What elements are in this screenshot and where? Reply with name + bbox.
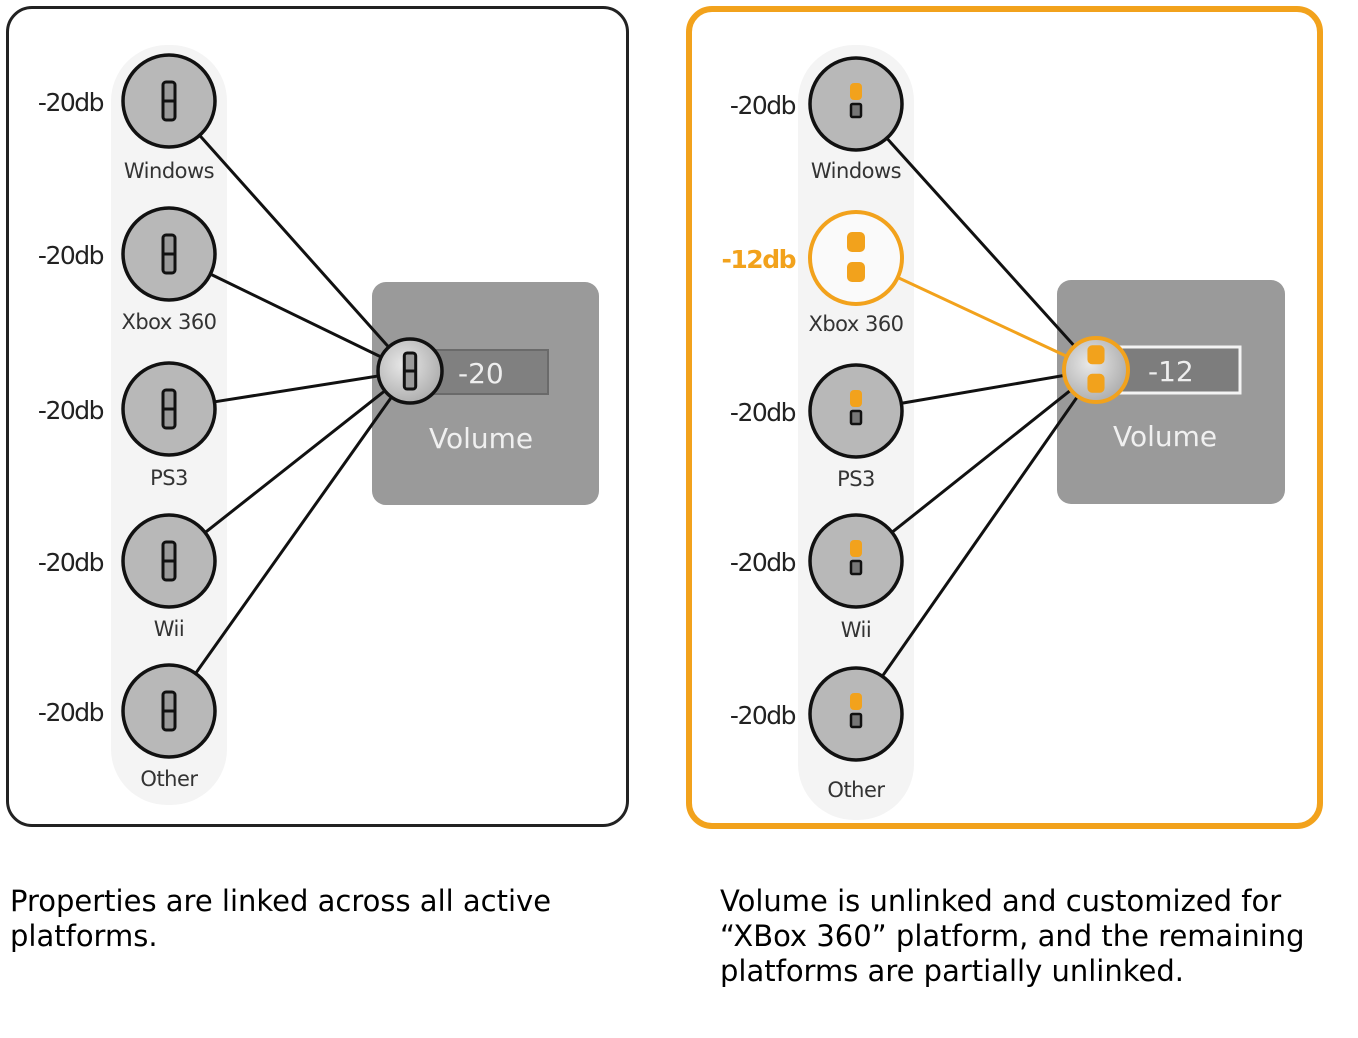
volume-value: -20 bbox=[458, 357, 504, 390]
platform-name: Windows bbox=[124, 159, 214, 183]
platform-node-xbox-360[interactable] bbox=[808, 210, 904, 306]
link-slider-icon bbox=[161, 540, 177, 582]
caption-linked: Properties are linked across all active … bbox=[10, 884, 552, 953]
link-line-xbox-360 bbox=[210, 273, 411, 373]
link-slider-icon bbox=[161, 80, 177, 122]
platform-node-wii[interactable] bbox=[808, 513, 904, 609]
link-line-wii bbox=[204, 369, 411, 534]
link-line-other bbox=[194, 370, 412, 674]
slider-bottom-linked bbox=[849, 559, 863, 576]
volume-link-toggle[interactable] bbox=[376, 337, 444, 405]
platform-name: Wii bbox=[154, 617, 184, 641]
slider-bottom-linked bbox=[849, 409, 863, 426]
partial-link-icon bbox=[849, 693, 863, 729]
volume-value: -12 bbox=[1148, 355, 1194, 388]
platform-name: Wii bbox=[841, 618, 871, 642]
platform-db-value: -20db bbox=[38, 396, 104, 425]
platform-name: Other bbox=[827, 778, 885, 802]
slider-top-unlinked bbox=[847, 232, 865, 252]
slider-bottom-unlinked bbox=[1087, 373, 1105, 393]
slider-top-unlinked bbox=[850, 693, 862, 710]
platform-node-xbox-360[interactable] bbox=[121, 206, 217, 302]
platform-node-ps3[interactable] bbox=[808, 363, 904, 459]
unlinked-slider-icon bbox=[1087, 345, 1105, 393]
volume-label: Volume bbox=[429, 422, 533, 455]
platform-db-value: -20db bbox=[38, 88, 104, 117]
platform-db-value: -20db bbox=[730, 91, 796, 120]
platform-db-value: -20db bbox=[730, 701, 796, 730]
platform-node-windows[interactable] bbox=[808, 56, 904, 152]
platform-name: Xbox 360 bbox=[121, 310, 216, 334]
volume-label: Volume bbox=[1113, 420, 1217, 453]
slider-top-unlinked bbox=[850, 390, 862, 407]
platform-db-value: -20db bbox=[730, 398, 796, 427]
platform-db-value: -20db bbox=[38, 698, 104, 727]
platform-db-value: -12db bbox=[722, 245, 796, 274]
platform-name: PS3 bbox=[837, 467, 875, 491]
platform-node-ps3[interactable] bbox=[121, 361, 217, 457]
link-slider-icon bbox=[161, 388, 177, 430]
slider-top-unlinked bbox=[850, 540, 862, 557]
slider-bottom-linked bbox=[849, 712, 863, 729]
platform-db-value: -20db bbox=[38, 241, 104, 270]
caption-unlinked: Volume is unlinked and customized for “X… bbox=[720, 884, 1305, 988]
slider-bottom-linked bbox=[849, 102, 863, 119]
link-slider-icon bbox=[161, 690, 177, 732]
link-line-xbox-360 bbox=[897, 276, 1097, 372]
platform-name: Windows bbox=[811, 159, 901, 183]
volume-link-toggle[interactable] bbox=[1062, 336, 1130, 404]
platform-db-value: -20db bbox=[730, 548, 796, 577]
partial-link-icon bbox=[849, 83, 863, 119]
platform-node-wii[interactable] bbox=[121, 513, 217, 609]
platform-name: Other bbox=[140, 767, 198, 791]
link-line-other bbox=[881, 369, 1098, 677]
platform-node-other[interactable] bbox=[121, 663, 217, 759]
partial-link-icon bbox=[849, 390, 863, 426]
link-line-windows bbox=[199, 135, 412, 372]
slider-bottom-unlinked bbox=[847, 262, 865, 282]
platform-node-other[interactable] bbox=[808, 666, 904, 762]
platform-db-value: -20db bbox=[38, 548, 104, 577]
platform-node-windows[interactable] bbox=[121, 53, 217, 149]
hub-circle bbox=[1062, 336, 1130, 404]
platform-name: Xbox 360 bbox=[808, 312, 903, 336]
link-slider-icon bbox=[161, 233, 177, 275]
slider-top-unlinked bbox=[1087, 345, 1105, 365]
link-line-windows bbox=[886, 137, 1098, 372]
platform-name: PS3 bbox=[150, 466, 188, 490]
link-slider-icon bbox=[402, 351, 418, 391]
partial-link-icon bbox=[849, 540, 863, 576]
link-line-wii bbox=[891, 368, 1097, 533]
unlinked-icon bbox=[847, 232, 865, 282]
slider-top-unlinked bbox=[850, 83, 862, 100]
platform-node-circle bbox=[808, 210, 904, 306]
